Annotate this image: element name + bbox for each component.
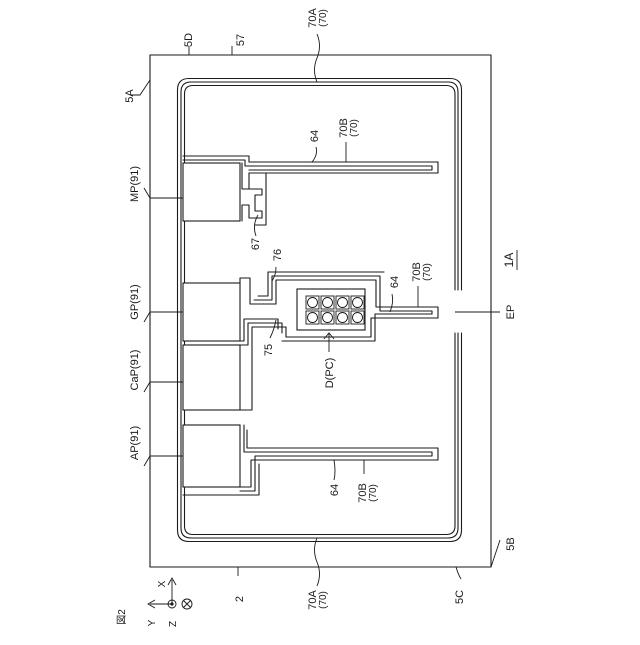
figure-label: 図2 (116, 609, 128, 625)
label-70B-bottom-sub: (70) (368, 484, 379, 502)
label-EP: EP (505, 305, 517, 320)
pad-group-91 (183, 163, 240, 487)
label-5B: 5B (505, 537, 517, 550)
pad-GP (183, 283, 240, 341)
label-57: 57 (235, 34, 247, 46)
label-70A-bottom-sub: (70) (318, 591, 329, 609)
label-5A: 5A (124, 89, 136, 103)
label-76: 76 (272, 249, 284, 261)
pad-MP (183, 163, 240, 221)
label-CaP: CaP(91) (129, 350, 141, 391)
label-AP: AP(91) (129, 426, 141, 460)
label-GP: GP(91) (129, 284, 141, 319)
label-MP: MP(91) (129, 166, 141, 202)
label-1A: 1A (502, 253, 516, 268)
label-64-top: 64 (309, 130, 321, 142)
pad-CaP (183, 345, 240, 410)
axis-indicator: X Y Z 図2 (116, 578, 192, 627)
axis-y-label: Y (147, 619, 158, 626)
label-70A-top-sub: (70) (318, 9, 329, 27)
pad-AP (183, 425, 240, 487)
label-70B-mid-sub: (70) (422, 263, 433, 281)
label-5D: 5D (183, 33, 195, 47)
label-64-bottom: 64 (329, 484, 341, 496)
axis-x-label: X (157, 580, 168, 587)
axis-z-label: Z (168, 621, 179, 627)
label-75: 75 (263, 344, 275, 356)
label-67: 67 (250, 238, 262, 250)
label-70B-top-sub: (70) (349, 119, 360, 137)
label-64-mid: 64 (389, 276, 401, 288)
label-2: 2 (234, 596, 246, 602)
label-DPC: D(PC) (324, 358, 336, 389)
label-5C: 5C (454, 590, 466, 604)
middle-wiring (240, 272, 438, 410)
